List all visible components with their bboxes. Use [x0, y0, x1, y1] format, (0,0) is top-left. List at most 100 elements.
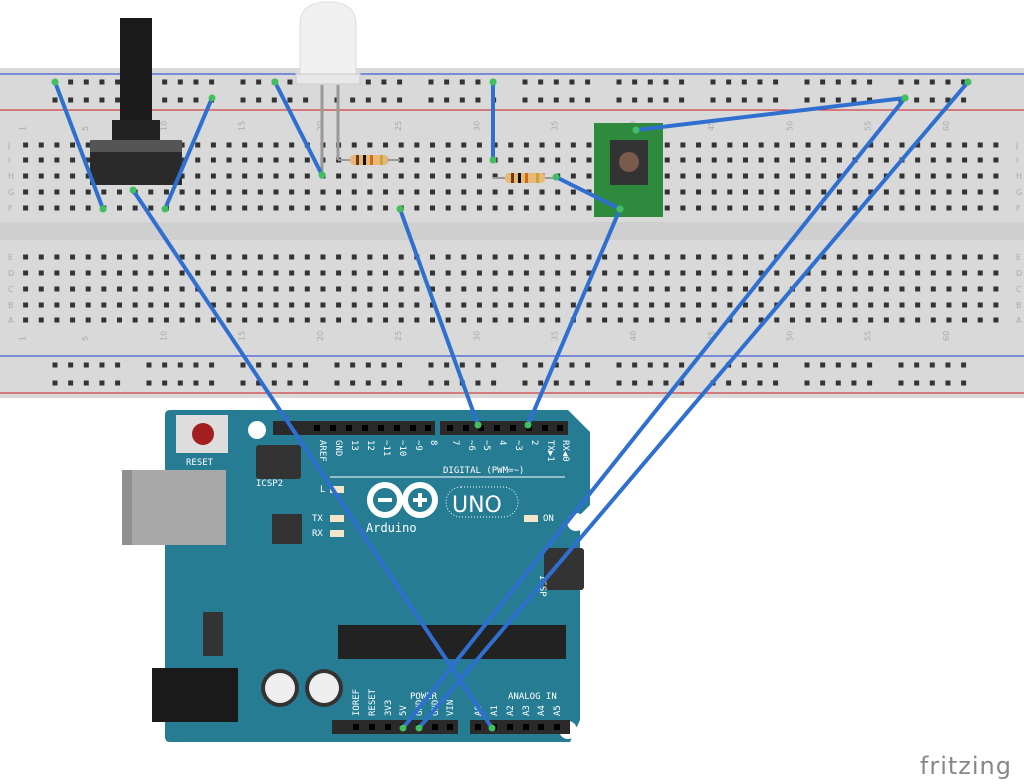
rail-hole[interactable]	[444, 97, 450, 103]
breadboard-hole[interactable]	[289, 302, 295, 308]
rail-hole[interactable]	[350, 362, 356, 368]
breadboard-hole[interactable]	[23, 302, 29, 308]
breadboard-hole[interactable]	[570, 189, 576, 195]
breadboard-hole[interactable]	[273, 173, 279, 179]
breadboard-hole[interactable]	[915, 142, 921, 148]
breadboard-hole[interactable]	[915, 173, 921, 179]
rail-hole[interactable]	[99, 380, 105, 386]
breadboard-hole[interactable]	[54, 254, 60, 260]
breadboard-hole[interactable]	[602, 254, 608, 260]
rail-hole[interactable]	[177, 79, 183, 85]
breadboard-hole[interactable]	[304, 173, 310, 179]
rail-hole[interactable]	[271, 362, 277, 368]
breadboard-hole[interactable]	[445, 142, 451, 148]
breadboard-hole[interactable]	[367, 270, 373, 276]
rail-hole[interactable]	[538, 97, 544, 103]
breadboard-hole[interactable]	[257, 157, 263, 163]
breadboard-hole[interactable]	[852, 189, 858, 195]
breadboard-hole[interactable]	[398, 173, 404, 179]
breadboard-hole[interactable]	[461, 286, 467, 292]
breadboard-hole[interactable]	[555, 157, 561, 163]
breadboard-hole[interactable]	[226, 205, 232, 211]
breadboard-hole[interactable]	[680, 142, 686, 148]
breadboard-hole[interactable]	[789, 142, 795, 148]
breadboard-hole[interactable]	[805, 317, 811, 323]
rail-hole[interactable]	[381, 79, 387, 85]
breadboard-hole[interactable]	[163, 286, 169, 292]
wire-endpoint[interactable]	[318, 171, 326, 179]
breadboard-hole[interactable]	[351, 317, 357, 323]
breadboard-hole[interactable]	[54, 142, 60, 148]
jumper-wire[interactable]	[131, 188, 494, 730]
breadboard-hole[interactable]	[508, 270, 514, 276]
breadboard-hole[interactable]	[289, 317, 295, 323]
breadboard-hole[interactable]	[680, 254, 686, 260]
rail-hole[interactable]	[209, 380, 215, 386]
breadboard-hole[interactable]	[226, 254, 232, 260]
breadboard-hole[interactable]	[430, 254, 435, 260]
rail-hole[interactable]	[209, 362, 215, 368]
breadboard-hole[interactable]	[899, 189, 905, 195]
rail-hole[interactable]	[929, 380, 935, 386]
pushbutton-cap[interactable]	[619, 152, 639, 172]
breadboard-hole[interactable]	[649, 286, 655, 292]
rail-hole[interactable]	[898, 362, 904, 368]
rail-hole[interactable]	[444, 362, 450, 368]
rail-hole[interactable]	[365, 380, 371, 386]
breadboard-hole[interactable]	[836, 317, 842, 323]
wire-endpoint[interactable]	[208, 94, 216, 102]
breadboard-hole[interactable]	[430, 142, 435, 148]
rail-hole[interactable]	[162, 79, 168, 85]
breadboard-hole[interactable]	[70, 157, 76, 163]
rail-hole[interactable]	[804, 380, 810, 386]
breadboard-hole[interactable]	[977, 173, 983, 179]
breadboard-hole[interactable]	[445, 270, 451, 276]
rail-hole[interactable]	[585, 97, 591, 103]
rail-hole[interactable]	[835, 97, 841, 103]
rail-hole[interactable]	[726, 380, 732, 386]
digital-pin[interactable]	[510, 425, 516, 431]
jumper-wire[interactable]	[526, 207, 622, 427]
rail-hole[interactable]	[209, 79, 215, 85]
breadboard-hole[interactable]	[445, 317, 451, 323]
breadboard-hole[interactable]	[383, 270, 389, 276]
breadboard-hole[interactable]	[617, 286, 623, 292]
breadboard-hole[interactable]	[226, 286, 232, 292]
breadboard-hole[interactable]	[492, 270, 498, 276]
breadboard-hole[interactable]	[962, 189, 968, 195]
rail-hole[interactable]	[177, 380, 183, 386]
breadboard-hole[interactable]	[789, 189, 795, 195]
breadboard-hole[interactable]	[367, 286, 373, 292]
breadboard-hole[interactable]	[23, 157, 29, 163]
breadboard-hole[interactable]	[774, 286, 780, 292]
breadboard-hole[interactable]	[836, 254, 842, 260]
rail-hole[interactable]	[961, 362, 967, 368]
breadboard-hole[interactable]	[414, 205, 420, 211]
breadboard-hole[interactable]	[23, 270, 29, 276]
breadboard-hole[interactable]	[54, 302, 60, 308]
breadboard-hole[interactable]	[132, 254, 138, 260]
breadboard-hole[interactable]	[680, 173, 686, 179]
breadboard-hole[interactable]	[664, 173, 670, 179]
breadboard-hole[interactable]	[23, 142, 29, 148]
wire-endpoint[interactable]	[901, 94, 909, 102]
breadboard-hole[interactable]	[226, 157, 232, 163]
breadboard-hole[interactable]	[163, 254, 169, 260]
breadboard-hole[interactable]	[476, 286, 482, 292]
breadboard-hole[interactable]	[195, 157, 201, 163]
rail-hole[interactable]	[538, 79, 544, 85]
digital-pin[interactable]	[478, 425, 484, 431]
breadboard-hole[interactable]	[179, 286, 185, 292]
breadboard-hole[interactable]	[70, 173, 76, 179]
breadboard-hole[interactable]	[289, 142, 295, 148]
breadboard-hole[interactable]	[727, 286, 733, 292]
rail-hole[interactable]	[663, 362, 669, 368]
breadboard-hole[interactable]	[430, 189, 435, 195]
breadboard-hole[interactable]	[852, 270, 858, 276]
breadboard-hole[interactable]	[962, 173, 968, 179]
breadboard-hole[interactable]	[54, 173, 60, 179]
breadboard-hole[interactable]	[476, 142, 482, 148]
rail-hole[interactable]	[851, 79, 857, 85]
breadboard-hole[interactable]	[555, 189, 561, 195]
breadboard-hole[interactable]	[226, 142, 232, 148]
